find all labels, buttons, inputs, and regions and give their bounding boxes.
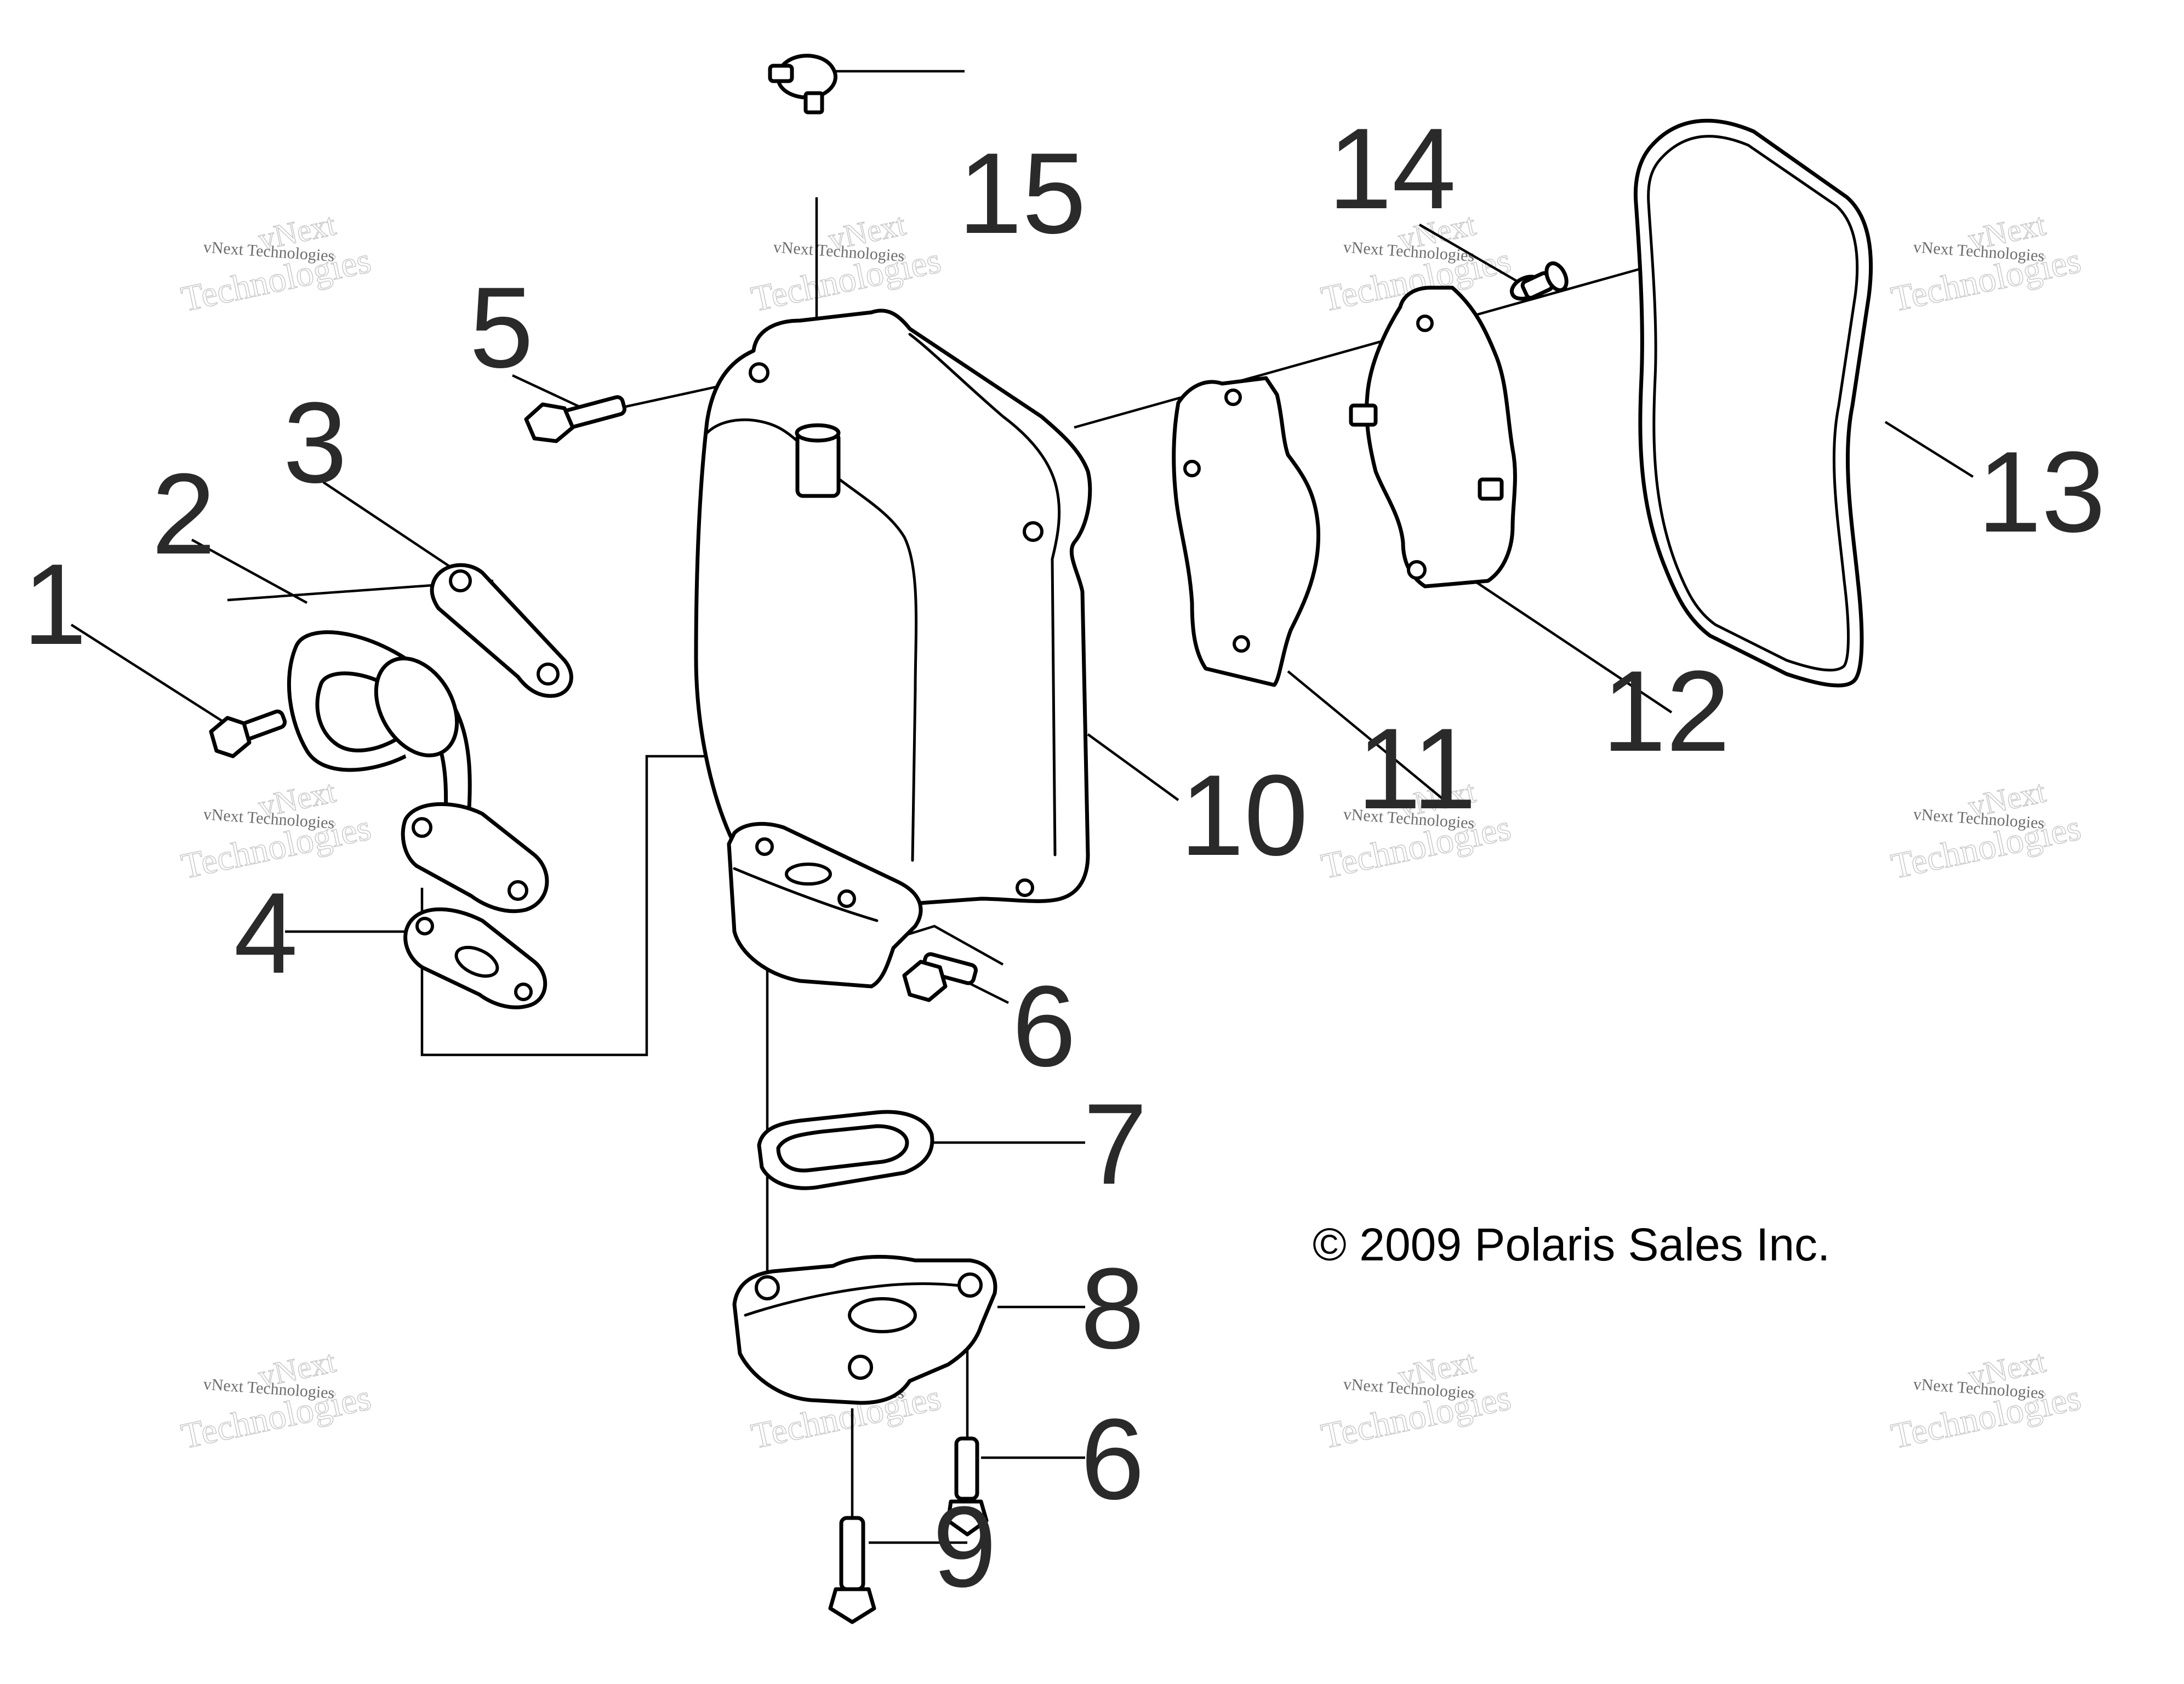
callout-9: 9 bbox=[933, 1482, 997, 1611]
callout-3: 3 bbox=[283, 378, 347, 507]
callout-15: 15 bbox=[958, 129, 1086, 258]
part-5-bolt bbox=[524, 395, 627, 443]
part-2-lower-flange bbox=[401, 802, 549, 914]
callout-11: 11 bbox=[1357, 704, 1476, 833]
part-1-bolt bbox=[209, 709, 287, 758]
callout-labels: 1 2 3 4 5 6 6 7 8 9 10 11 12 13 14 15 bbox=[23, 104, 2106, 1611]
callout-5: 5 bbox=[470, 263, 534, 392]
callout-14: 14 bbox=[1328, 104, 1456, 233]
part-10-valve-cover bbox=[694, 309, 1092, 909]
callout-7: 7 bbox=[1084, 1080, 1148, 1208]
callout-10: 10 bbox=[1180, 751, 1308, 880]
part-8-breather-base bbox=[732, 1254, 997, 1405]
callout-2: 2 bbox=[152, 449, 216, 578]
callout-6-lower: 6 bbox=[1081, 1395, 1145, 1523]
callout-13: 13 bbox=[1977, 427, 2106, 556]
callout-8: 8 bbox=[1081, 1244, 1145, 1373]
part-11-plate bbox=[1172, 376, 1321, 687]
part-4-gasket bbox=[403, 907, 548, 1009]
part-14-grommet bbox=[1510, 261, 1569, 301]
part-9-bolt bbox=[828, 1516, 876, 1624]
part-2-oil-tube bbox=[287, 630, 472, 882]
part-15-clamp bbox=[768, 54, 837, 115]
breather-housing bbox=[727, 821, 923, 989]
callout-6-upper: 6 bbox=[1012, 962, 1076, 1091]
part-7-gasket bbox=[757, 1110, 934, 1190]
callout-12: 12 bbox=[1602, 647, 1730, 775]
part-13-gasket bbox=[1633, 118, 1873, 688]
part-6-bolt-upper bbox=[902, 952, 978, 1002]
part-3-flange bbox=[430, 563, 573, 698]
callout-1: 1 bbox=[23, 540, 87, 669]
copyright-notice: © 2009 Polaris Sales Inc. bbox=[1313, 1219, 1830, 1270]
callout-4: 4 bbox=[234, 869, 298, 997]
part-12-plate bbox=[1349, 286, 1517, 589]
part-6-bolt-lower bbox=[946, 1436, 989, 1537]
